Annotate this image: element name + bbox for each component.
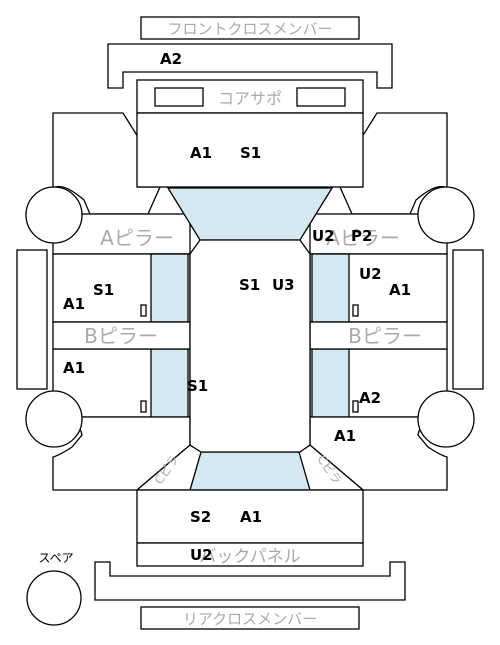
front-member-code: A2 [160,50,182,68]
right-a-pillar-label: Aピラー [326,226,400,250]
left-front-door-handle [140,304,147,317]
rear-window-glass[interactable] [189,451,311,491]
left-side-sill-part[interactable] [16,249,48,390]
rear-bumper-part[interactable] [94,561,406,601]
right-front-fender-code-u: U2 [312,227,335,245]
left-front-door-glass [150,253,189,323]
right-front-door-glass [311,253,350,323]
roof-code-s: S1 [239,276,260,294]
trunk-code-s: S2 [190,508,211,526]
rear-cross-member-label: リアクロスメンバー [183,610,317,628]
left-b-pillar-label: Bピラー [84,324,158,348]
left-front-door-code-a: A1 [63,295,85,313]
right-front-fender-code-p: P2 [351,227,372,245]
roof-part[interactable] [189,239,311,453]
left-b-pillar-part[interactable] [52,321,191,350]
left-rear-door-code-a: A1 [63,359,85,377]
core-support-right-opening [296,87,346,107]
rear-cross-member-part[interactable] [140,606,360,630]
right-b-pillar-part[interactable] [309,321,448,350]
right-rear-door-code-a: A2 [359,389,381,407]
trunk-code-a: A1 [240,508,262,526]
right-front-door-code-u: U2 [359,265,382,283]
left-rear-wheel[interactable] [25,390,83,448]
hood-part[interactable] [136,112,364,188]
spare-tire[interactable] [26,570,82,626]
left-a-pillar-label: Aピラー [100,226,174,250]
windshield-glass[interactable] [166,187,334,241]
right-rear-wheel[interactable] [417,390,475,448]
left-rear-door-handle [140,400,147,413]
right-rear-door-handle [352,400,359,413]
front-cross-member-label: フロントクロスメンバー [167,20,332,38]
left-a-pillar-part[interactable] [52,213,191,255]
front-bumper-part[interactable] [107,43,393,89]
left-front-door-code-s: S1 [93,281,114,299]
right-front-door-handle [352,304,359,317]
left-rear-door-glass [150,348,189,418]
core-support-label: コアサポ [218,89,282,108]
front-cross-member-part[interactable] [140,16,360,40]
core-support-left-opening [154,87,204,107]
back-panel-label: バックパネル [199,547,300,567]
left-rear-door-code-s: S1 [187,377,208,395]
roof-code-u: U3 [272,276,295,294]
right-rear-door-glass [311,348,350,418]
right-front-wheel[interactable] [417,186,475,244]
left-front-wheel[interactable] [25,186,83,244]
right-front-door-code-a: A1 [389,281,411,299]
right-side-sill-part[interactable] [452,249,484,390]
right-b-pillar-label: Bピラー [348,324,422,348]
hood-code-s: S1 [240,144,261,162]
spare-tire-label: スペア [38,551,73,565]
back-panel-code-u: U2 [190,546,213,564]
back-panel-part[interactable] [136,542,364,567]
right-quarter-code-a: A1 [334,427,356,445]
hood-code-a: A1 [190,144,212,162]
